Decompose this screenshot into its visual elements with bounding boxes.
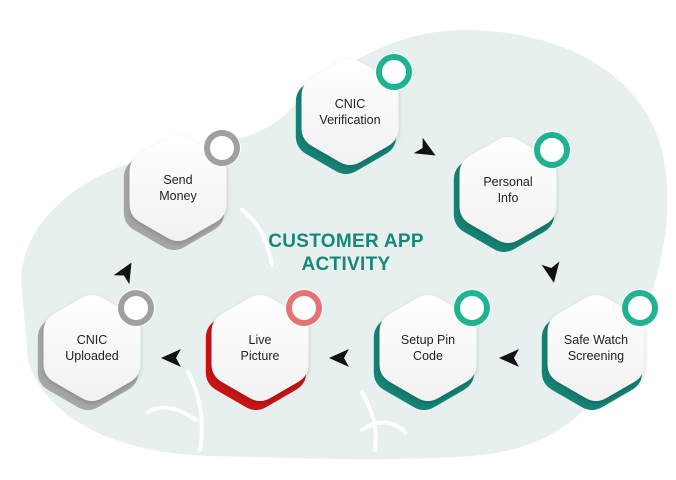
step-label: Personal [483,175,532,189]
step-label: Info [498,191,519,205]
step-face [211,295,309,401]
step-face [547,295,645,401]
flow-arrow-icon [161,349,181,367]
status-ring-icon [118,290,154,326]
status-ring-icon [376,54,412,90]
step-label: CNIC [77,333,108,347]
leaf-decoration [146,208,407,452]
flow-arrow-icon [113,262,132,285]
step-label: Money [159,189,197,203]
step-label: Safe Watch [564,333,628,347]
step-label: Uploaded [65,349,119,363]
center-title-line1: CUSTOMER APP [268,231,424,252]
flow-arrow-icon [329,349,349,367]
status-ring-icon [534,132,570,168]
status-ring-icon [286,290,322,326]
status-ring-icon [454,290,490,326]
status-ring-icon [204,130,240,166]
step-label: Setup Pin [401,333,455,347]
step-label: CNIC [335,97,366,111]
step-label: Screening [568,349,624,363]
step-label: Picture [241,349,280,363]
step-face [379,295,477,401]
step-cnic-uploaded: CNIC Uploaded [37,289,155,410]
step-label: Verification [319,113,380,127]
flow-arrow-icon [413,137,436,156]
step-label: Send [163,173,192,187]
step-label: Live [249,333,272,347]
status-ring-icon [622,290,658,326]
step-cnic-verification: CNIC Verification [295,53,413,174]
step-face [459,137,557,243]
step-face [301,59,399,165]
step-label: Code [413,349,443,363]
flow-arrow-icon [499,349,519,367]
flow-arrow-icon [541,261,560,283]
step-face [43,295,141,401]
center-title-line2: ACTIVITY [302,254,391,275]
step-face [129,135,227,241]
